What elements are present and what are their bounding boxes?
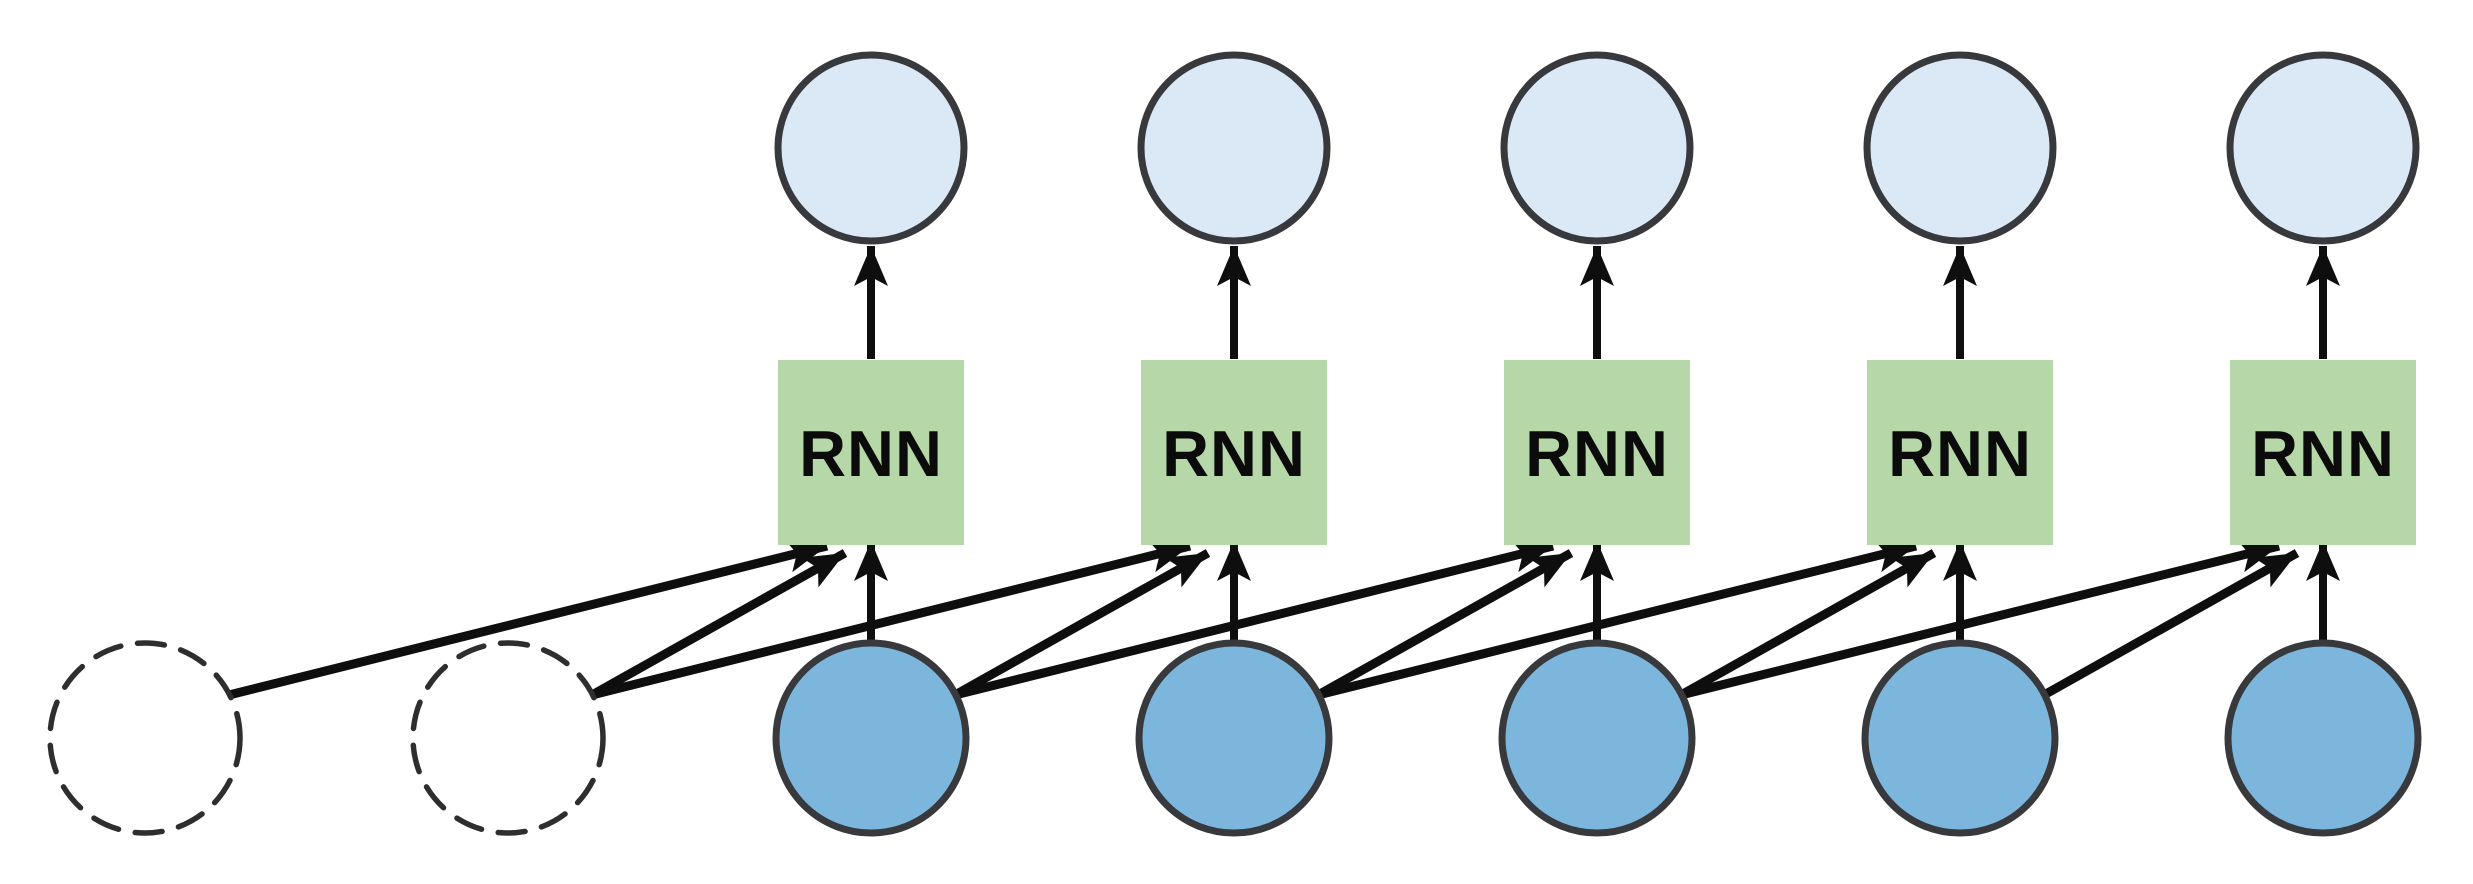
arrow-input1-to-rnn2: [952, 549, 1211, 699]
arrow-dashed2-to-rnn2: [590, 539, 1192, 700]
rnn-boxes: RNN RNN RNN RNN RNN: [778, 360, 2416, 545]
rnn-label-2: RNN: [1162, 417, 1306, 490]
context-arrows: [227, 539, 2300, 700]
dashed-context-circle-2: [410, 640, 606, 836]
rnn-box-2: [1141, 360, 1327, 545]
rnn-box-1: [778, 360, 964, 545]
rnn-box-4: [1867, 360, 2053, 545]
input-circle-3: [1498, 639, 1696, 837]
rnn-label-5: RNN: [2251, 417, 2395, 490]
input-circle-5: [2224, 639, 2422, 837]
arrow-dashed1-to-rnn1: [227, 539, 829, 700]
output-circle-2: [1137, 51, 1331, 245]
input-circle-1: [772, 639, 970, 837]
output-circle-1: [774, 51, 968, 245]
input-arrows: [854, 541, 2340, 642]
output-circle-4: [1863, 51, 2057, 245]
output-circle-5: [2226, 51, 2420, 245]
arrow-dashed2-to-rnn1: [589, 549, 848, 699]
rnn-label-3: RNN: [1525, 417, 1669, 490]
rnn-label-1: RNN: [799, 417, 943, 490]
rnn-box-5: [2230, 360, 2416, 545]
arrow-input1-to-rnn3: [953, 539, 1555, 700]
dashed-context-circles: [47, 640, 606, 836]
input-circle-4: [1861, 639, 2059, 837]
output-circle-3: [1500, 51, 1694, 245]
rnn-label-4: RNN: [1888, 417, 2032, 490]
output-arrows: [854, 246, 2340, 359]
rnn-box-3: [1504, 360, 1690, 545]
arrow-input2-to-rnn4: [1316, 539, 1918, 700]
arrow-input4-to-rnn5: [2041, 549, 2300, 699]
dashed-context-circle-1: [47, 640, 243, 836]
arrow-input2-to-rnn3: [1315, 549, 1574, 699]
input-circle-2: [1135, 639, 1333, 837]
output-circles: [774, 51, 2420, 245]
input-circles: [772, 639, 2422, 837]
arrow-input3-to-rnn4: [1678, 549, 1937, 699]
arrow-input3-to-rnn5: [1679, 539, 2281, 700]
